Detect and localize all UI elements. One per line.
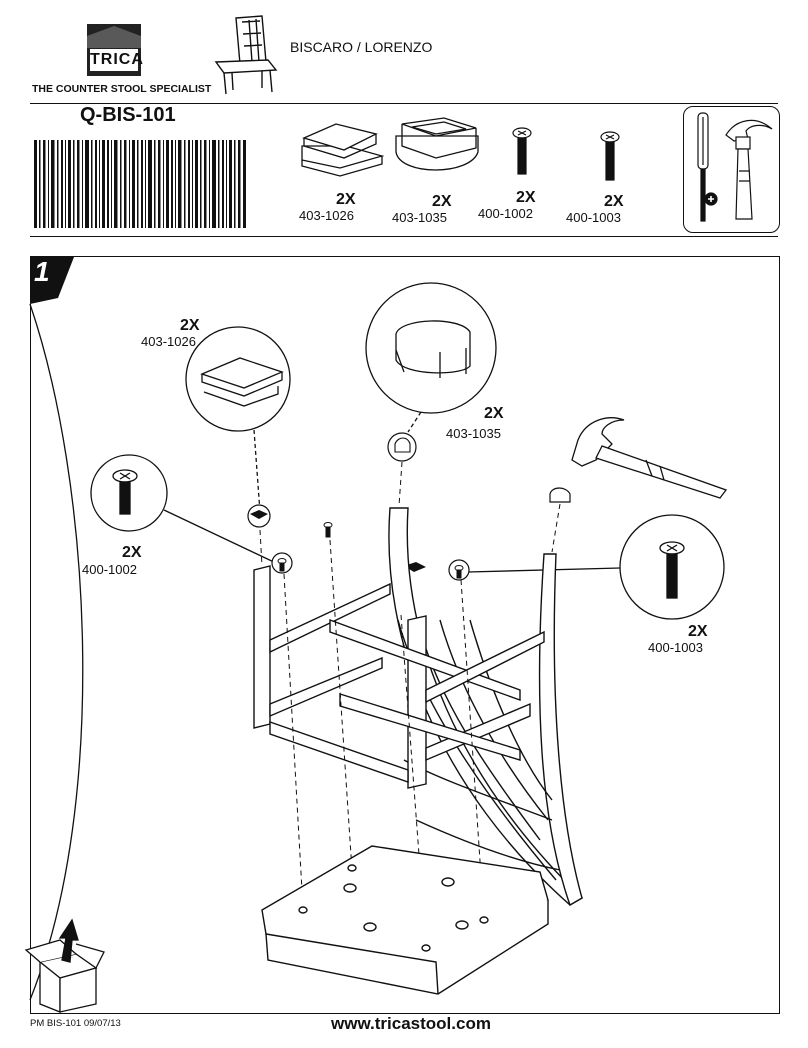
screw-short-part-icon xyxy=(512,127,532,175)
callout-qty: 2X xyxy=(688,623,708,640)
header-rule-bottom xyxy=(30,236,778,237)
part-code: 403-1026 xyxy=(299,208,354,223)
callout-qty: 2X xyxy=(484,405,504,422)
logo-roof-icon xyxy=(87,26,141,48)
callout-cap-detail xyxy=(365,282,497,433)
part-code: 403-1035 xyxy=(392,210,447,225)
callout-screw-short-detail xyxy=(90,454,279,565)
foot-glide-part-icon xyxy=(301,123,385,177)
tools-panel xyxy=(683,106,780,233)
scene-glide-icon xyxy=(404,562,426,572)
header-rule-top xyxy=(30,103,778,104)
part-code: 400-1003 xyxy=(566,210,621,225)
model-number: Q-BIS-101 xyxy=(80,104,176,126)
callout-qty: 2X xyxy=(122,544,142,561)
corner-swoosh xyxy=(29,303,84,1001)
chair-thumbnail-icon xyxy=(214,15,278,95)
scene-hammer-icon xyxy=(571,417,728,499)
tagline: THE COUNTER STOOL SPECIALIST xyxy=(32,83,212,95)
part-qty: 2X xyxy=(604,193,624,210)
barcode-icon xyxy=(34,140,246,228)
step-frame xyxy=(30,256,780,1014)
leg-cap-part-icon xyxy=(395,117,479,171)
chair-frame-drawing xyxy=(253,507,584,907)
logo-text: TRICA xyxy=(90,49,143,71)
step-number-tab xyxy=(30,257,74,304)
part-qty: 2X xyxy=(516,189,536,206)
series-name: BISCARO / LORENZO xyxy=(290,39,433,55)
callout-code: 403-1035 xyxy=(446,426,501,441)
part-qty: 2X xyxy=(336,191,356,208)
part-code: 400-1002 xyxy=(478,206,533,221)
callout-code: 403-1026 xyxy=(141,334,196,349)
open-box-icon xyxy=(24,918,105,1013)
part-qty: 2X xyxy=(432,193,452,210)
document-code: PM BIS-101 09/07/13 xyxy=(30,1018,121,1029)
tools-graphics xyxy=(697,112,773,222)
callout-screw-long-detail xyxy=(467,514,725,620)
callout-code: 400-1002 xyxy=(82,562,137,577)
scene-cap-icon xyxy=(549,487,571,503)
screw-long-part-icon xyxy=(600,131,620,181)
callout-qty: 2X xyxy=(180,317,200,334)
hammer-icon xyxy=(725,119,773,220)
seat-cushion-drawing xyxy=(261,845,549,995)
website-link[interactable]: www.tricastool.com xyxy=(331,1014,491,1033)
screwdriver-icon xyxy=(697,112,718,222)
step-number: 1 xyxy=(34,256,50,287)
callout-code: 400-1003 xyxy=(648,640,703,655)
callout-glide-detail xyxy=(185,326,291,513)
